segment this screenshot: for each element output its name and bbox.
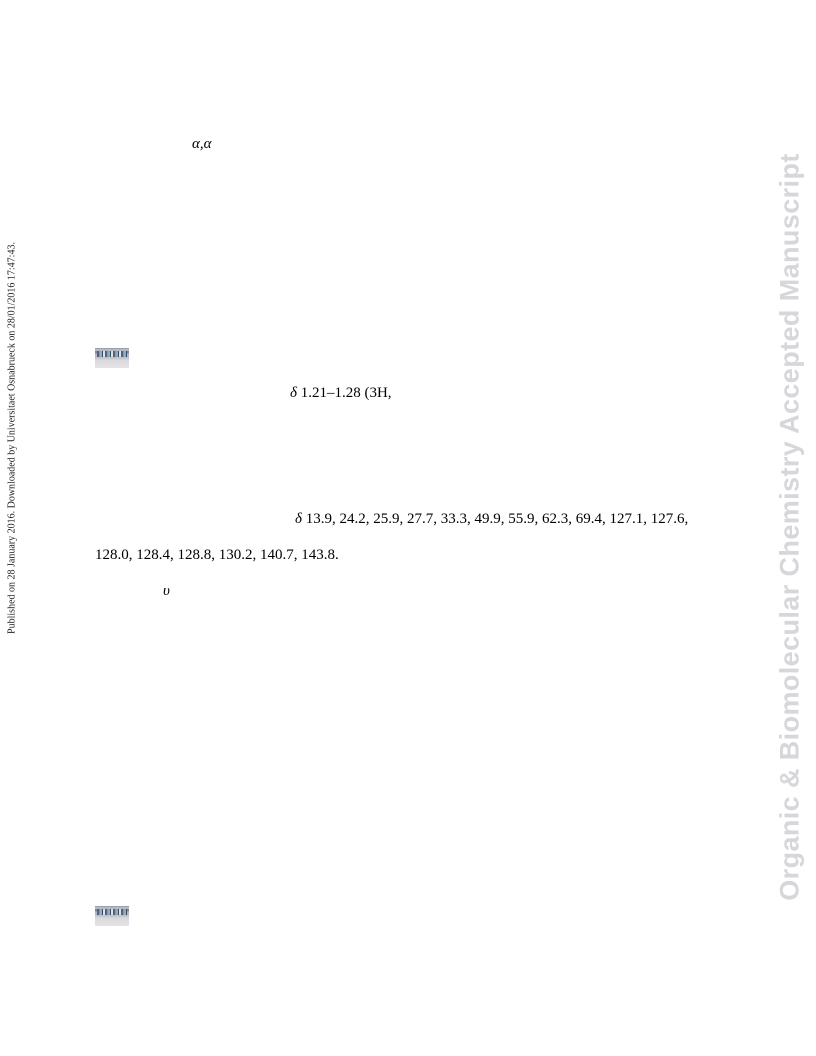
c-nmr-shifts-1: 13.9, 24.2, 25.9, 27.7, 33.3, 49.9, 55.9… [305,511,689,527]
c-nmr-line-2: 128.0, 128.4, 128.8, 130.2, 140.7, 143.8… [95,547,339,563]
ir-nu-symbol: υ [163,583,170,599]
alpha-alpha-symbol: α,α [192,136,212,152]
h-nmr-fragment: δ 1.21–1.28 (3H, [290,384,392,402]
accepted-manuscript-watermark: Organic & Biomolecular Chemistry Accepte… [774,153,805,901]
c-nmr-line-1: δ 13.9, 24.2, 25.9, 27.7, 33.3, 49.9, 55… [295,510,688,528]
delta-symbol: δ [295,511,302,527]
chemical-structure-image [95,348,129,368]
publication-side-note: Published on 28 January 2016. Downloaded… [6,242,18,634]
chemical-structure-image [95,906,129,926]
h-nmr-shift: 1.21–1.28 (3H, [300,385,392,401]
delta-symbol: δ [290,385,297,401]
